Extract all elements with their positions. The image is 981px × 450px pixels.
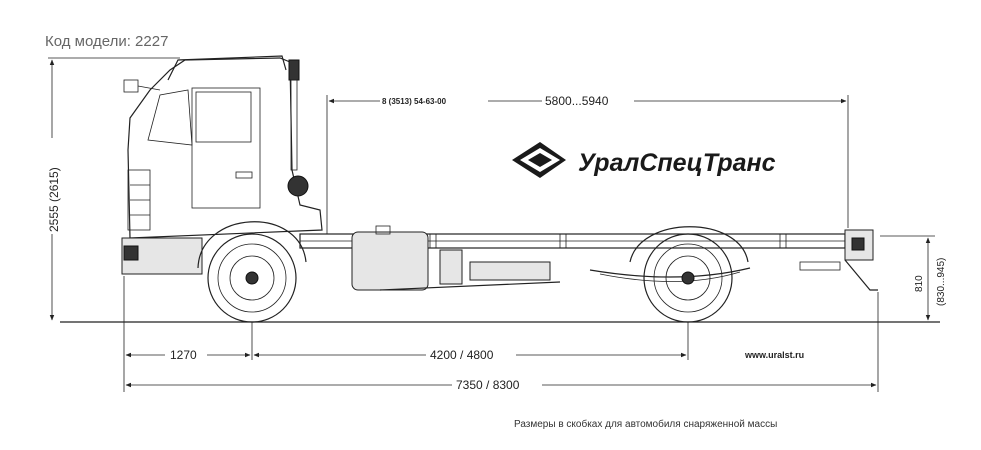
rear-fender	[629, 226, 749, 263]
dim-overall-height: 2555 (2615)	[44, 57, 180, 321]
brand-logo: УралСпецТранс	[512, 142, 776, 178]
phone-label: 8 (3513) 54-63-00	[382, 97, 447, 106]
brand-logo-text: УралСпецТранс	[578, 149, 776, 177]
total-length-label: 7350 / 8300	[456, 378, 520, 392]
air-tank	[469, 261, 551, 281]
website-label: www.uralst.ru	[744, 350, 804, 360]
frame-height-label: 810	[914, 275, 925, 292]
fuel-tank	[351, 225, 429, 291]
dim-frame-height: 810 (830...945)	[880, 235, 947, 321]
model-code-label: Код модели: 2227	[45, 33, 168, 50]
dim-total-length: 7350 / 8300	[125, 292, 879, 393]
front-wheel	[207, 233, 297, 323]
front-overhang-label: 1270	[170, 348, 197, 362]
front-wheel-arch	[197, 221, 307, 269]
frame-height-alt-label: (830...945)	[936, 258, 947, 306]
body-length-label: 5800...5940	[545, 94, 609, 108]
dim-body-length: 8 (3513) 54-63-00 5800...5940	[326, 92, 849, 234]
battery-box	[439, 249, 463, 285]
wheelbase-label: 4200 / 4800	[430, 348, 494, 362]
rear-leaf-spring	[589, 267, 751, 278]
drive-shaft	[379, 281, 561, 291]
exhaust-stack	[287, 59, 309, 197]
dim-front-overhang: 1270	[123, 276, 253, 392]
overall-height-label: 2555 (2615)	[47, 167, 61, 232]
dim-wheelbase: 4200 / 4800	[253, 322, 689, 363]
rear-wheel	[643, 233, 733, 323]
rear-coupling	[799, 229, 878, 291]
truck-cab	[121, 55, 323, 275]
footnote-text: Размеры в скобках для автомобиля снаряже…	[514, 418, 777, 430]
